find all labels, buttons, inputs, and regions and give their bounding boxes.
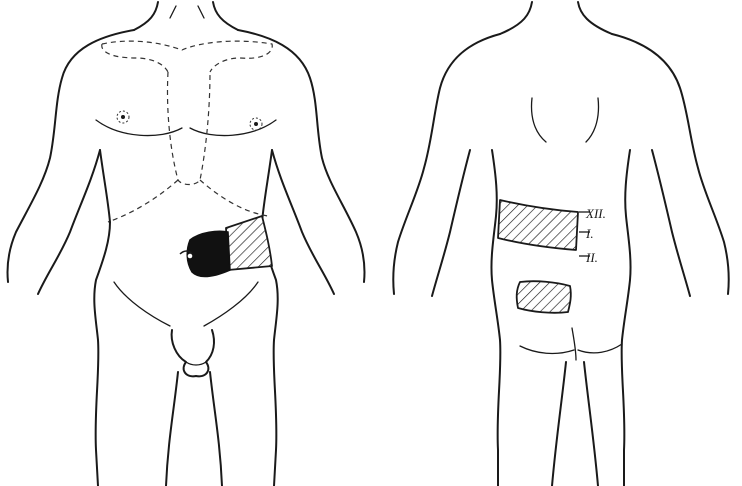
back-left-inner-leg bbox=[552, 362, 566, 486]
back-left-shoulder-arm bbox=[393, 34, 500, 294]
front-clavicle-left-lower bbox=[102, 44, 168, 72]
front-left-inner-arm bbox=[38, 150, 100, 294]
front-neck-left bbox=[134, 2, 158, 30]
front-right-inner-leg bbox=[210, 372, 222, 486]
back-right-inner-arm bbox=[652, 150, 690, 296]
back-left-scapula bbox=[532, 98, 546, 142]
front-left-nipple bbox=[117, 111, 129, 123]
front-left-shoulder-arm bbox=[7, 30, 134, 282]
back-hatched-lumbar-band bbox=[498, 200, 578, 250]
front-hatched-pain-zone bbox=[226, 216, 272, 270]
back-right-inner-leg bbox=[584, 362, 598, 486]
back-left-torso bbox=[491, 150, 500, 486]
front-right-inguinal-line bbox=[204, 282, 258, 326]
back-right-torso bbox=[622, 150, 631, 486]
front-dark-pain-zone bbox=[187, 231, 230, 276]
front-view-figure bbox=[7, 2, 364, 486]
front-right-nipple bbox=[250, 118, 262, 130]
front-costal-margin-left bbox=[108, 180, 178, 222]
front-clavicle-outline bbox=[102, 41, 272, 72]
front-sternum-outline bbox=[167, 72, 210, 185]
back-right-scapula bbox=[586, 98, 599, 142]
back-neck-left bbox=[500, 2, 532, 34]
front-genitals bbox=[172, 330, 214, 376]
back-view-figure: XII. I. II. bbox=[393, 2, 729, 486]
front-left-inner-leg bbox=[166, 372, 178, 486]
vertebra-label-i: I. bbox=[585, 226, 594, 241]
front-right-torso bbox=[262, 150, 278, 486]
front-genitals-detail bbox=[186, 362, 206, 365]
back-left-inner-arm bbox=[432, 150, 470, 296]
front-throat-right bbox=[198, 6, 204, 18]
back-hatched-lower-patch bbox=[517, 281, 571, 313]
front-left-torso bbox=[94, 150, 110, 486]
front-right-inner-arm bbox=[272, 150, 334, 294]
front-left-inguinal-line bbox=[114, 282, 170, 326]
front-throat-left bbox=[170, 6, 176, 18]
front-right-pectoral bbox=[190, 120, 276, 136]
front-navel bbox=[180, 251, 192, 258]
back-neck-right bbox=[578, 2, 612, 34]
back-gluteal-cleft bbox=[572, 328, 576, 360]
vertebra-label-xii: XII. bbox=[585, 206, 606, 221]
front-costal-margin-right bbox=[200, 180, 268, 216]
vertebra-label-ii: II. bbox=[585, 250, 598, 265]
front-neck-right bbox=[213, 2, 238, 30]
back-right-gluteal-fold bbox=[578, 344, 622, 353]
back-left-gluteal-fold bbox=[520, 346, 574, 353]
